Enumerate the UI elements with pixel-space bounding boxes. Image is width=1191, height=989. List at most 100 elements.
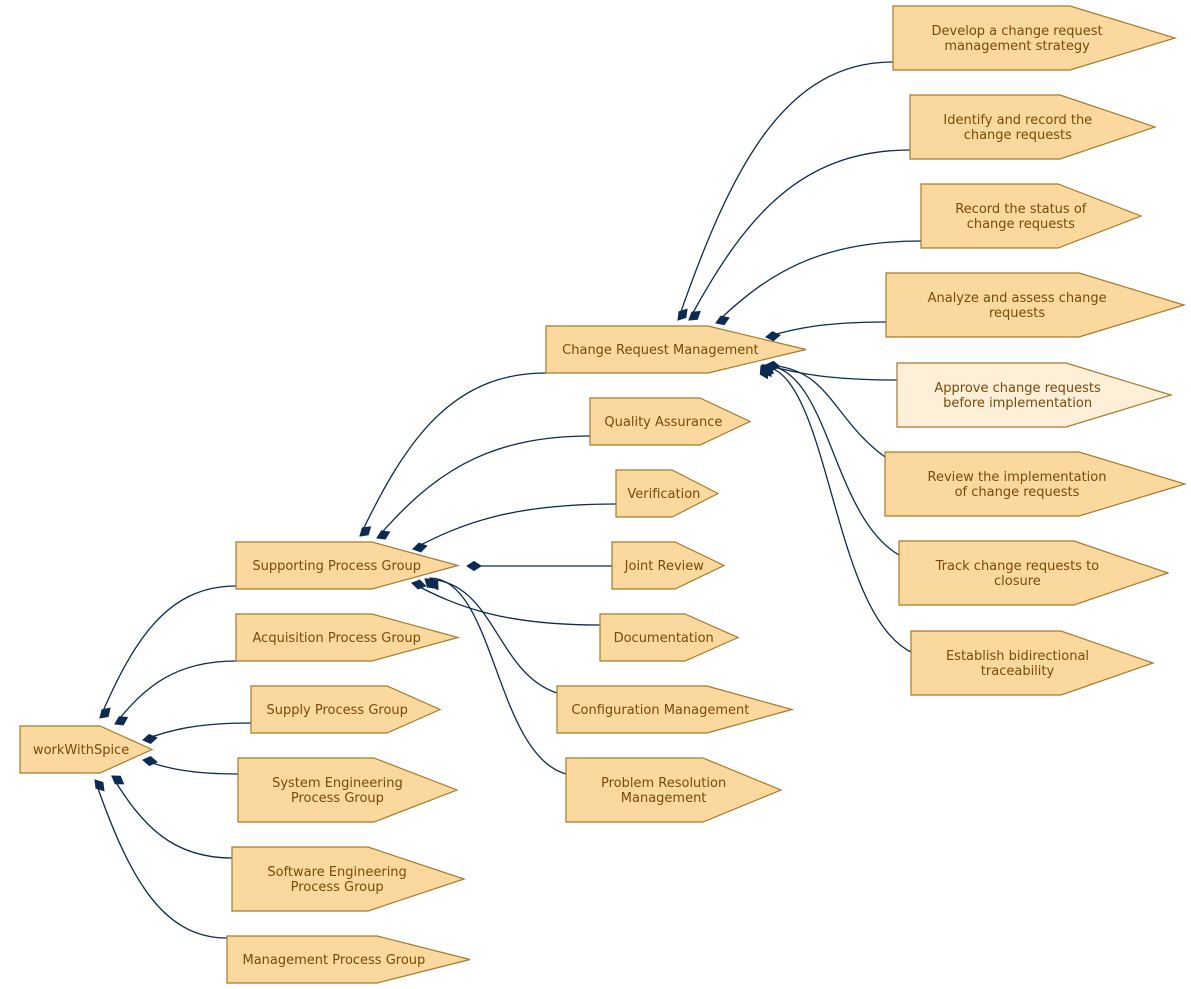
node-label-line: closure	[994, 574, 1041, 589]
composition-diamond-root-to-supporting	[99, 707, 111, 719]
composition-diamond-crm-to-traceability	[759, 365, 769, 380]
node-label: Management Process Group	[243, 953, 426, 968]
node-label: Joint Review	[624, 559, 705, 574]
composition-diamond-crm-to-identify_record	[688, 310, 701, 321]
node-supply[interactable]: Supply Process Group	[250, 685, 442, 734]
edge-crm-to-track_closure	[762, 364, 900, 556]
composition-diamond-supporting-to-problem_res	[429, 577, 439, 591]
node-acquisition[interactable]: Acquisition Process Group	[235, 613, 461, 662]
edge-crm-to-review_impl	[761, 364, 886, 458]
node-documentation[interactable]: Documentation	[599, 613, 740, 662]
node-joint-review[interactable]: Joint Review	[611, 541, 726, 590]
node-config-mgmt[interactable]: Configuration Management	[556, 685, 795, 734]
node-label-line: Supply Process Group	[266, 703, 407, 718]
node-label: Supply Process Group	[266, 703, 407, 718]
node-label-line: Joint Review	[624, 559, 705, 574]
node-crm[interactable]: Change Request Management	[545, 325, 807, 374]
node-management[interactable]: Management Process Group	[226, 935, 471, 984]
edge-root-to-supporting	[99, 585, 237, 719]
node-label-line: of change requests	[955, 485, 1080, 500]
node-label: Supporting Process Group	[252, 559, 421, 574]
composition-diamond-supporting-to-crm	[359, 526, 372, 537]
edge-root-to-management	[94, 779, 228, 939]
node-label-line: traceability	[981, 664, 1055, 679]
node-shape	[565, 757, 783, 823]
composition-diamond-supporting-to-verification	[412, 542, 428, 553]
node-qa[interactable]: Quality Assurance	[589, 397, 752, 446]
edge-supporting-to-problem_res	[429, 577, 567, 775]
node-shape	[237, 757, 459, 823]
node-label-line: requests	[989, 306, 1045, 321]
node-label-line: Supporting Process Group	[252, 559, 421, 574]
edge-supporting-to-verification	[412, 503, 617, 550]
node-label-line: Review the implementation	[928, 470, 1107, 485]
node-label-line: Develop a change request	[932, 24, 1103, 39]
edge-crm-to-identify_record	[688, 149, 911, 321]
edge-crm-to-traceability	[760, 365, 912, 653]
edge-layer	[94, 61, 922, 939]
node-label-line: Process Group	[291, 880, 384, 895]
node-shape	[589, 397, 752, 446]
node-verification[interactable]: Verification	[615, 469, 720, 518]
node-root[interactable]: workWithSpice	[19, 725, 154, 774]
node-shape	[231, 846, 466, 912]
node-shape	[235, 541, 461, 590]
composition-diamond-root-to-system_eng	[142, 756, 158, 767]
composition-diamond-crm-to-develop_strategy	[677, 308, 688, 321]
node-label-line: Approve change requests	[934, 381, 1101, 396]
node-label-line: Problem Resolution	[601, 776, 726, 791]
edge-crm-to-record_status	[715, 240, 922, 324]
node-shape	[250, 685, 442, 734]
node-label: Acquisition Process Group	[253, 631, 421, 646]
node-shape	[896, 362, 1174, 428]
node-shape	[599, 613, 740, 662]
node-supporting[interactable]: Supporting Process Group	[235, 541, 461, 590]
node-label: Change Request Management	[562, 343, 758, 358]
node-shape	[611, 541, 726, 590]
edge-supporting-to-qa	[376, 435, 591, 539]
node-label: Documentation	[614, 631, 714, 646]
node-label: Verification	[627, 487, 700, 502]
node-label-line: Change Request Management	[562, 343, 758, 358]
node-shape	[910, 630, 1155, 696]
node-shape	[19, 725, 154, 774]
node-label-line: workWithSpice	[33, 743, 129, 758]
node-label-line: Establish bidirectional	[946, 649, 1089, 664]
node-label-line: before implementation	[943, 396, 1092, 411]
node-label: Quality Assurance	[604, 415, 722, 430]
node-label-line: Quality Assurance	[604, 415, 722, 430]
node-shape	[615, 469, 720, 518]
node-shape	[920, 183, 1143, 249]
edge-crm-to-develop_strategy	[677, 61, 894, 321]
edge-supporting-to-crm	[359, 372, 547, 537]
node-label-line: Track change requests to	[935, 559, 1100, 574]
composition-diamond-crm-to-analyze_assess	[765, 331, 781, 342]
node-shape	[235, 613, 461, 662]
edge-crm-to-analyze_assess	[765, 321, 887, 338]
node-label-line: System Engineering	[272, 776, 403, 791]
node-label-line: change requests	[967, 217, 1075, 232]
node-shape	[556, 685, 795, 734]
node-shape	[226, 935, 471, 984]
node-layer: workWithSpice Supporting Process GroupAcq…	[19, 5, 1188, 984]
composition-diamond-supporting-to-joint_review	[466, 560, 482, 572]
node-label-line: change requests	[964, 128, 1072, 143]
composition-diamond-crm-to-record_status	[715, 315, 730, 326]
node-label-line: Record the status of	[955, 202, 1087, 217]
